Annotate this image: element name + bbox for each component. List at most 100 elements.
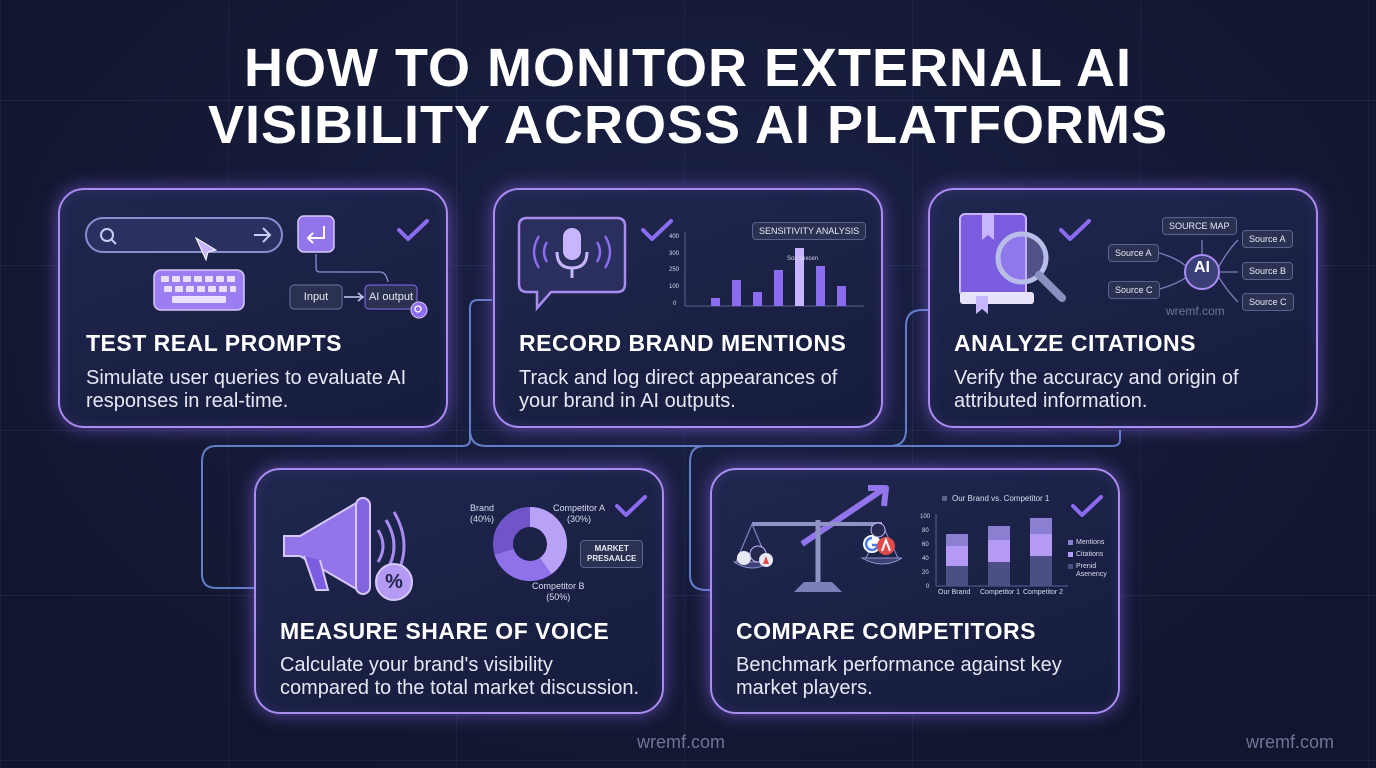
cursor-icon xyxy=(194,236,218,262)
y-tick: 0 xyxy=(673,301,677,307)
market-presence-tag: MARKET PRESAALCE xyxy=(580,540,644,568)
balance-scale-icon xyxy=(732,485,902,592)
card-measure-share-of-voice: % Brand (40%) Competitor A (30%) Competi… xyxy=(254,468,664,714)
card-title: ANALYZE CITATIONS xyxy=(954,330,1196,356)
legend-competitor-a: Competitor A (30%) xyxy=(553,503,605,525)
check-icon xyxy=(397,219,429,241)
legend-value: (30%) xyxy=(567,514,592,524)
card-description-line-1: Simulate user queries to evaluate AI xyxy=(86,367,407,389)
bar-competitor-1 xyxy=(988,526,1010,586)
bar xyxy=(732,280,741,306)
card-description-line-2: market players. xyxy=(736,677,873,699)
source-node: Source A xyxy=(1242,230,1293,248)
y-tick: 80 xyxy=(922,528,929,534)
card-description-line-2: compared to the total market discussion. xyxy=(280,677,640,699)
y-tick: 250 xyxy=(669,267,680,273)
ai-output-label: AI output xyxy=(368,291,414,303)
y-tick: 300 xyxy=(669,251,680,257)
title-line-1: HOW TO MONITOR EXTERNAL AI xyxy=(243,38,1133,98)
source-map-title: SOURCE MAP xyxy=(1162,217,1237,235)
card-description-line-1: Calculate your brand's visibility xyxy=(280,654,553,676)
bar xyxy=(795,248,804,306)
card-description-line-2: attributed information. xyxy=(954,390,1148,412)
page-title: HOW TO MONITOR EXTERNAL AI VISIBILITY AC… xyxy=(0,40,1376,154)
magnifier-icon xyxy=(410,301,428,319)
card-description-line-1: Track and log direct appearances of xyxy=(519,367,838,389)
legend-value: (50%) xyxy=(546,592,571,602)
card-compare-competitors: 100 80 60 40 20 0 Our Brand vs. Competit… xyxy=(710,468,1120,714)
title-line-2: VISIBILITY ACROSS AI PLATFORMS xyxy=(207,95,1169,155)
legend-value: (40%) xyxy=(470,514,495,524)
legend-label: Mentions xyxy=(1076,539,1105,546)
illustration-watermark: wremf.com xyxy=(1166,304,1225,318)
check-icon xyxy=(615,495,647,517)
legend-competitor-b: Competitor B (50%) xyxy=(532,581,585,603)
source-node: Source A xyxy=(1108,244,1159,262)
y-tick: 20 xyxy=(922,570,929,576)
legend-label: Competitor B xyxy=(532,581,585,591)
legend-label: Brand xyxy=(470,503,495,513)
card-description-line-2: your brand in AI outputs. xyxy=(519,390,736,412)
y-tick: 100 xyxy=(669,284,680,290)
y-tick: 100 xyxy=(920,514,931,520)
card-record-brand-mentions: SENSITIVITY ANALYSIS 400 300 250 100 0 S… xyxy=(493,188,883,428)
card-analyze-citations: SOURCE MAP AI Source A Source C Source A… xyxy=(928,188,1318,428)
prompt-illustration xyxy=(85,215,428,319)
ai-hub xyxy=(1184,254,1220,290)
watermark-right: wremf.com xyxy=(1246,732,1335,752)
legend-brand: Brand (40%) xyxy=(470,503,494,525)
percent-badge-label: % xyxy=(385,571,403,593)
bar xyxy=(774,270,783,306)
card-title: TEST REAL PROMPTS xyxy=(86,330,342,356)
bar xyxy=(753,292,762,306)
card-description-line-1: Verify the accuracy and origin of xyxy=(954,367,1239,389)
x-label: Competitor 2 xyxy=(1023,589,1064,596)
y-tick: 40 xyxy=(922,556,929,562)
tag-line: MARKET xyxy=(594,544,629,553)
card-title: RECORD BRAND MENTIONS xyxy=(519,330,847,356)
bar xyxy=(711,298,720,306)
legend-label: Competitor A xyxy=(553,503,606,513)
chart-title: SENSITIVITY ANALYSIS xyxy=(752,222,867,240)
input-label: Input xyxy=(303,291,329,303)
bar-our-brand xyxy=(946,534,968,586)
check-icon xyxy=(1071,495,1103,517)
tag-line: PRESAALCE xyxy=(587,554,637,563)
bar-competitor-2 xyxy=(1030,518,1052,586)
card-description-line-1: Benchmark performance against key xyxy=(736,654,1062,676)
card-title: MEASURE SHARE OF VOICE xyxy=(280,618,610,644)
bar xyxy=(816,266,825,306)
y-tick: 400 xyxy=(669,234,680,240)
source-node: Source C xyxy=(1108,281,1160,299)
check-icon xyxy=(641,219,673,241)
x-label: Competitor 1 xyxy=(980,589,1021,596)
card-test-real-prompts: Input AI output TEST REAL PROMPTS Simula… xyxy=(58,188,448,428)
share-of-voice-donut xyxy=(493,507,567,581)
x-label: Our Brand xyxy=(938,589,971,596)
brand-logo-icon xyxy=(737,551,751,565)
watermark-center: wremf.com xyxy=(637,732,726,752)
y-tick: 0 xyxy=(926,584,930,590)
chart-title: Our Brand vs. Competitor 1 xyxy=(952,494,1050,503)
keyboard-icon xyxy=(153,269,245,311)
mentions-bar-chart: 400 300 250 100 0 Sos sexcen xyxy=(669,232,864,307)
y-tick: 60 xyxy=(922,542,929,548)
arrow-right-icon xyxy=(254,227,272,243)
source-node: Source B xyxy=(1242,262,1294,280)
competitor-bar-chart: 100 80 60 40 20 0 xyxy=(920,496,1073,590)
search-icon xyxy=(100,228,114,242)
mic-bubble-icon xyxy=(517,216,627,312)
legend-label: Citations xyxy=(1076,551,1104,558)
check-icon xyxy=(1059,219,1091,241)
ai-hub-label: AI xyxy=(1194,259,1210,276)
peak-label: Sos sexcen xyxy=(787,256,818,262)
percent-badge xyxy=(375,563,413,601)
source-map-diagram xyxy=(1155,239,1239,303)
enter-key-icon xyxy=(297,215,335,253)
legend-label: Prenid Asenency xyxy=(1076,563,1107,578)
source-node: Source C xyxy=(1242,293,1294,311)
book-magnifier-icon xyxy=(959,213,1066,314)
megaphone-icon xyxy=(283,497,413,601)
card-title: COMPARE COMPETITORS xyxy=(736,618,1036,644)
